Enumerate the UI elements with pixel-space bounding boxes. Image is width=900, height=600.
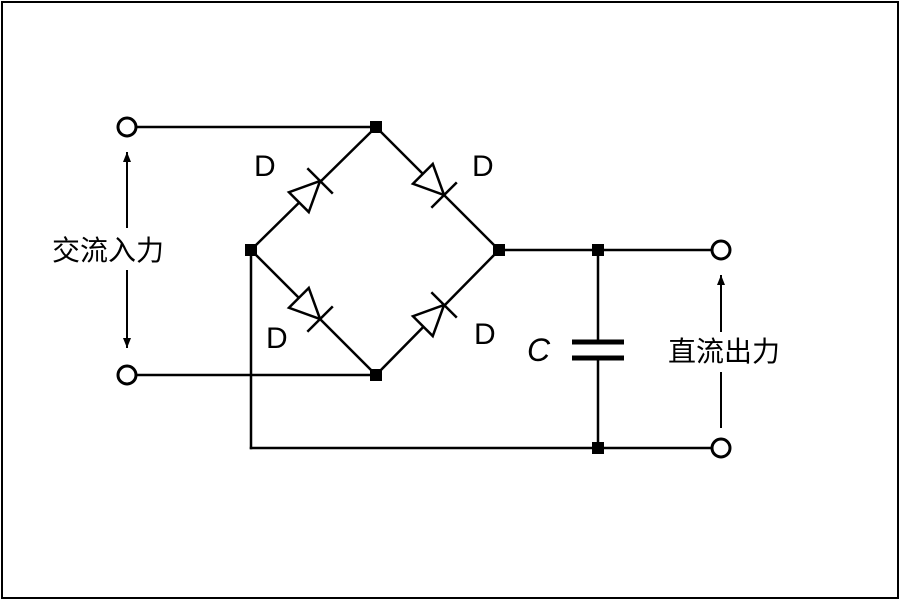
diode-bottom-left [286, 285, 334, 333]
bridge-wiring [249, 125, 501, 377]
dc-output-label: 直流出力 [668, 335, 780, 368]
diode-label-top-left: D [254, 150, 276, 183]
junction-cap-bottom [592, 442, 604, 454]
capacitor-symbol [572, 339, 624, 361]
junction-dots [245, 121, 604, 454]
capacitor-label: C [527, 332, 551, 368]
diode-top-left [286, 167, 334, 215]
diode-label-bottom-left: D [266, 322, 288, 355]
ac-input-label: 交流入力 [52, 234, 164, 267]
junction-left [245, 244, 257, 256]
ac-terminal-bottom [116, 364, 138, 386]
diode-bottom-right [410, 291, 458, 339]
ac-input-wiring [134, 125, 378, 377]
junction-bottom [370, 369, 382, 381]
diode-label-bottom-right: D [474, 318, 496, 351]
ac-terminal-top [116, 116, 138, 138]
diode-top-right [410, 161, 458, 209]
terminals [116, 116, 732, 459]
junction-cap-top [592, 244, 604, 256]
junction-top [370, 121, 382, 133]
diode-label-top-right: D [472, 150, 494, 183]
dc-terminal-bottom [710, 437, 732, 459]
dc-terminal-top [710, 239, 732, 261]
junction-right [493, 244, 505, 256]
dc-output-wiring [249, 248, 714, 450]
